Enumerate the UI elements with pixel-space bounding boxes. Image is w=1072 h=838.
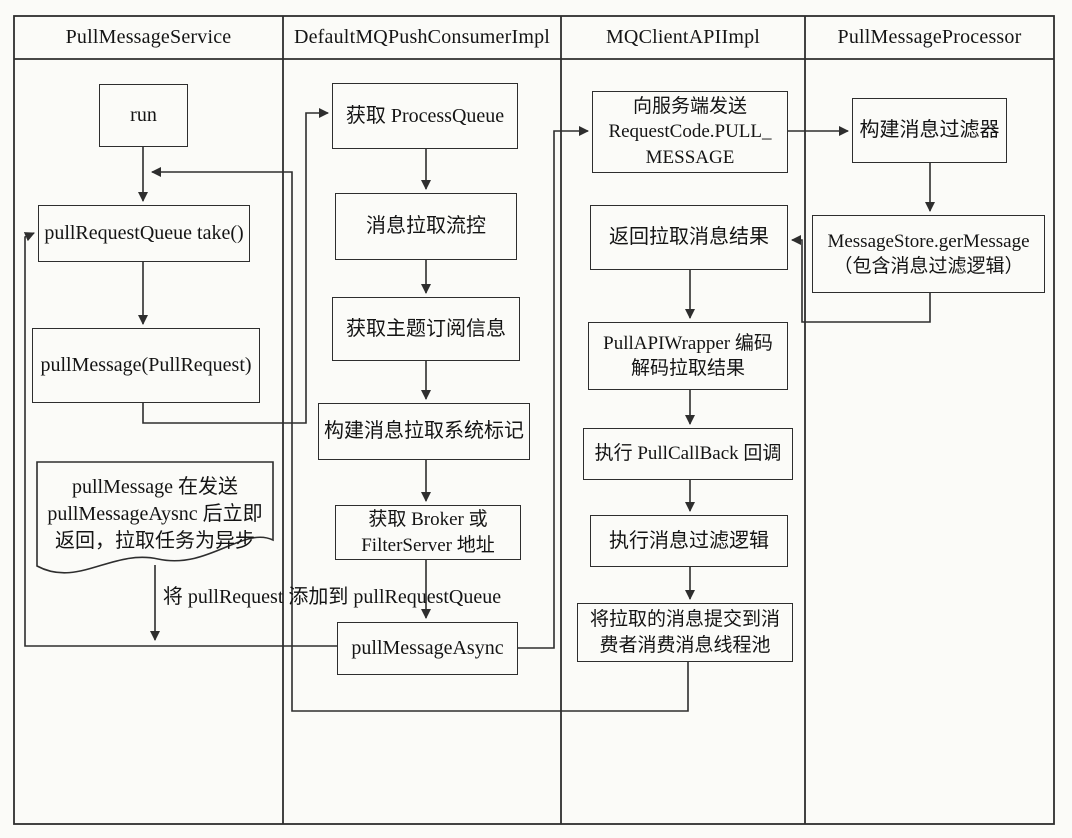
node-pullrequestqueue-take: pullRequestQueue take() bbox=[38, 205, 250, 262]
node-return-pull-result: 返回拉取消息结果 bbox=[590, 205, 788, 270]
async-note-text: pullMessage 在发送 pullMessageAysnc 后立即 返回，… bbox=[47, 476, 263, 552]
node-submit-to-threadpool: 将拉取的消息提交到消 费者消费消息线程池 bbox=[577, 603, 793, 662]
async-note-shape bbox=[36, 461, 274, 574]
node-messagestore-getmessage: MessageStore.gerMessage （包含消息过滤逻辑） bbox=[812, 215, 1045, 293]
node-pullapiwrapper: PullAPIWrapper 编码 解码拉取结果 bbox=[588, 322, 788, 390]
node-run: run bbox=[99, 84, 188, 147]
lane-title-pullmessageprocessor: PullMessageProcessor bbox=[837, 26, 1022, 48]
node-send-pull-request: 向服务端发送 RequestCode.PULL_ MESSAGE bbox=[592, 91, 788, 173]
outer-border bbox=[13, 15, 1055, 825]
swimlane-frame bbox=[13, 15, 1055, 825]
node-pullmessageasync: pullMessageAsync bbox=[337, 622, 518, 675]
arrow-submit-loop-to-run-line bbox=[151, 167, 689, 712]
arrow-pullmessageasync-to-take-loop bbox=[23, 232, 337, 647]
lane-title-mqclientapiimpl: MQClientAPIImpl bbox=[605, 26, 761, 48]
arrow-messagestore-to-returnresult bbox=[791, 235, 931, 323]
node-build-message-filter: 构建消息过滤器 bbox=[852, 98, 1007, 163]
node-get-processqueue: 获取 ProcessQueue bbox=[332, 83, 518, 149]
node-build-pull-sysflag: 构建消息拉取系统标记 bbox=[318, 403, 530, 460]
node-get-broker-address: 获取 Broker 或 FilterServer 地址 bbox=[335, 505, 521, 560]
arrow-pullmessage-to-getprocessqueue bbox=[142, 108, 329, 424]
lane-title-pullmessageservice: PullMessageService bbox=[65, 26, 232, 48]
add-to-queue-label: 将 pullRequest 添加到 pullRequestQueue bbox=[162, 586, 502, 608]
node-get-topic-subscription: 获取主题订阅信息 bbox=[332, 297, 520, 361]
node-pullmessage: pullMessage(PullRequest) bbox=[32, 328, 260, 403]
lane-title-defaultmqpushconsumerimpl: DefaultMQPushConsumerImpl bbox=[293, 26, 551, 48]
node-execute-pullcallback: 执行 PullCallBack 回调 bbox=[583, 428, 793, 480]
node-message-pull-flow-control: 消息拉取流控 bbox=[335, 193, 517, 260]
arrow-pullmessageasync-to-sendrequest bbox=[518, 126, 589, 649]
node-execute-filter-logic: 执行消息过滤逻辑 bbox=[590, 515, 788, 567]
